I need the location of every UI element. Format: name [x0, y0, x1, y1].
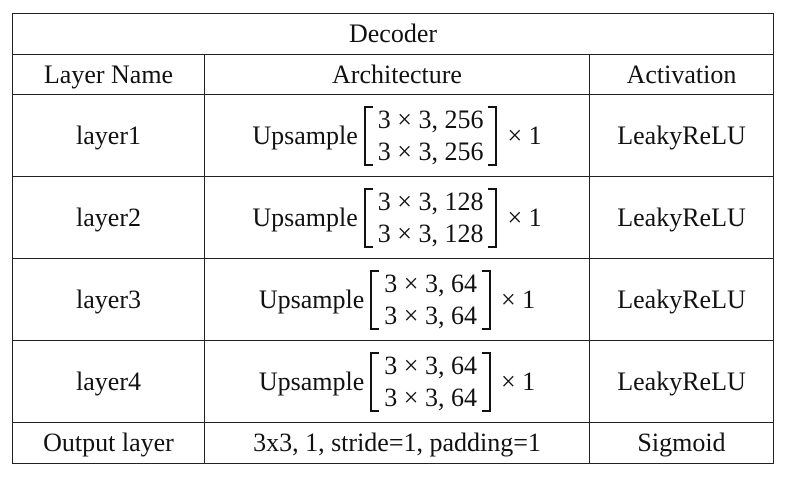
architecture-cell: Upsample 3 × 3, 64 3 × 3, 64 × 1	[204, 258, 590, 341]
table-row: layer4 Upsample 3 × 3, 64 3 × 3, 64 × 1 …	[12, 340, 774, 423]
table-row: layer2 Upsample 3 × 3, 128 3 × 3, 128 × …	[12, 176, 774, 259]
activation-cell: LeakyReLU	[589, 340, 774, 423]
matrix-line: 3 × 3, 64	[384, 300, 477, 330]
output-architecture: 3x3, 1, stride=1, padding=1	[204, 422, 590, 464]
repeat-factor: × 1	[500, 284, 536, 314]
layer-name-cell: layer1	[12, 94, 205, 177]
decoder-table: Decoder Layer Name Architecture Activati…	[12, 13, 774, 464]
matrix-line: 3 × 3, 256	[377, 136, 484, 166]
matrix-line: 3 × 3, 256	[377, 104, 484, 134]
conv-matrix: 3 × 3, 256 3 × 3, 256	[363, 104, 498, 168]
activation-cell: LeakyReLU	[589, 176, 774, 259]
matrix-line: 3 × 3, 64	[384, 382, 477, 412]
activation-cell: LeakyReLU	[589, 258, 774, 341]
repeat-factor: × 1	[507, 202, 542, 232]
layer-name-cell: layer3	[12, 258, 205, 341]
repeat-factor: × 1	[507, 120, 542, 150]
upsample-label: Upsample	[252, 120, 358, 150]
output-layer-name: Output layer	[12, 422, 205, 464]
header-layer-name: Layer Name	[12, 54, 205, 95]
table-title: Decoder	[12, 13, 774, 55]
layer-name-cell: layer4	[12, 340, 205, 423]
upsample-label: Upsample	[252, 202, 358, 232]
table-row: layer1 Upsample 3 × 3, 256 3 × 3, 256 × …	[12, 94, 774, 177]
conv-matrix: 3 × 3, 64 3 × 3, 64	[370, 350, 491, 414]
matrix-line: 3 × 3, 128	[377, 218, 484, 248]
architecture-cell: Upsample 3 × 3, 128 3 × 3, 128 × 1	[204, 176, 590, 259]
upsample-label: Upsample	[258, 366, 365, 396]
conv-matrix: 3 × 3, 64 3 × 3, 64	[370, 268, 491, 332]
output-activation: Sigmoid	[589, 422, 774, 464]
table-row: Output layer 3x3, 1, stride=1, padding=1…	[12, 422, 774, 464]
activation-cell: LeakyReLU	[589, 94, 774, 177]
header-architecture: Architecture	[204, 54, 590, 95]
repeat-factor: × 1	[500, 366, 536, 396]
matrix-line: 3 × 3, 64	[384, 350, 477, 380]
matrix-line: 3 × 3, 64	[384, 268, 477, 298]
table-row: layer3 Upsample 3 × 3, 64 3 × 3, 64 × 1 …	[12, 258, 774, 341]
conv-matrix: 3 × 3, 128 3 × 3, 128	[363, 186, 498, 250]
architecture-cell: Upsample 3 × 3, 256 3 × 3, 256 × 1	[204, 94, 590, 177]
matrix-line: 3 × 3, 128	[377, 186, 484, 216]
header-activation: Activation	[589, 54, 774, 95]
upsample-label: Upsample	[258, 284, 365, 314]
architecture-cell: Upsample 3 × 3, 64 3 × 3, 64 × 1	[204, 340, 590, 423]
layer-name-cell: layer2	[12, 176, 205, 259]
